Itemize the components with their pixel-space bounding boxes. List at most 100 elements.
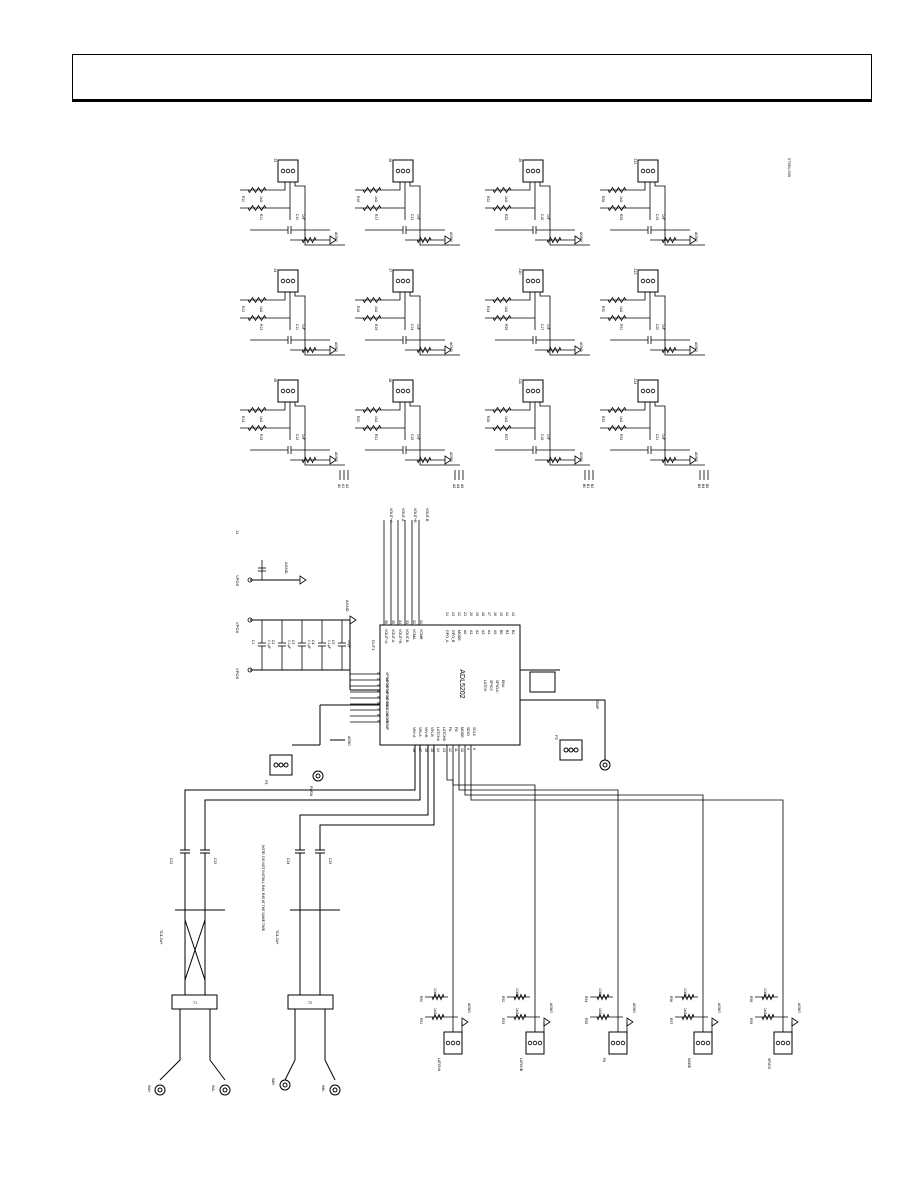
ic-pin-left: TEMP — [385, 720, 389, 731]
res-value: 10kΩ — [598, 988, 602, 996]
supply-cap-label: C3 — [291, 640, 295, 644]
resistor — [492, 314, 512, 322]
ic-pin-right: GPO_B — [451, 630, 455, 643]
cap-value: 1nF — [546, 324, 550, 330]
wire — [654, 402, 705, 466]
ic-pin-num: 31 — [419, 620, 423, 624]
resistor-label: R22 — [486, 196, 490, 202]
resistor-value: 1kΩ — [619, 196, 623, 203]
ground-symbol — [299, 575, 307, 585]
input-channel-a: T1 INA+ INA- C22 C23 TC4-1W+ — [147, 745, 421, 1096]
input-note: NOTE: DO NOT INSTALL R44, R45 AT THE SAM… — [261, 845, 265, 932]
ic-adl5202: ADL5202 DUT1 VPOS1VPOS2VPOS3VPOS4VPOS5GN… — [350, 508, 521, 752]
header-pin — [527, 1040, 533, 1046]
resistor — [513, 993, 527, 1001]
resistor — [607, 296, 627, 304]
resistor-label: R19 — [374, 324, 378, 330]
gnd-label: AGND — [579, 232, 583, 242]
resistor — [607, 186, 627, 194]
connector-body — [392, 379, 414, 403]
gnd-label: AGND — [717, 1003, 721, 1013]
resistor-label: R16 — [356, 196, 360, 202]
resistor — [301, 456, 317, 464]
supply-jumper: J1 — [235, 530, 240, 535]
ic-pin-bottom: SCLK — [472, 727, 476, 737]
supply-net-5: AGND — [284, 562, 289, 574]
gnd-label: AGND — [449, 342, 453, 352]
cap-label: C19 — [655, 214, 659, 220]
header-pin — [695, 1040, 701, 1046]
resistor — [761, 1013, 775, 1021]
ic-pin-num: 13 — [442, 748, 446, 752]
connector-label: J14 — [633, 378, 638, 385]
resistor — [546, 236, 562, 244]
c25-label: C25 — [328, 858, 332, 864]
output-label: A4 — [456, 484, 460, 488]
ic-pin-num: 9 — [376, 720, 380, 722]
ic-pin-right-lower: LATCH — [483, 680, 487, 692]
connector-body — [522, 269, 544, 293]
resistor-value: 1kΩ — [504, 416, 508, 423]
wire — [600, 292, 646, 301]
resistor — [301, 236, 317, 244]
resistor — [431, 993, 445, 1001]
ic-pin-right-lower: SPICS — [489, 680, 493, 691]
c22-label: C22 — [169, 858, 173, 864]
res-value: 1kΩ — [515, 1008, 519, 1015]
gnd-label: AGND — [579, 452, 583, 462]
sma-inb-neg: INB- — [321, 1085, 325, 1092]
cap-value: 1nF — [301, 434, 305, 440]
ic-pin-right: B2 — [511, 630, 515, 634]
ic-pin-right: GPO_A — [445, 630, 449, 643]
ic-pin-top: VCMA — [412, 629, 416, 640]
connector-label: J10 — [518, 268, 523, 275]
ic-pin-bottom: LATCHA — [436, 727, 440, 742]
output-label: A0 — [337, 484, 341, 488]
resistor-label: R31 — [619, 324, 623, 330]
supply-net-3: AGND — [345, 600, 350, 612]
signal-wire — [458, 745, 619, 1032]
ic-pin-num: 16 — [424, 748, 428, 752]
header-body — [693, 1031, 713, 1055]
input-channel-b: T2 INB+ INB- C24 C25 TC4-1W+ — [271, 745, 435, 1096]
cap-label: C16 — [540, 214, 544, 220]
resistor-label: R12 — [241, 306, 245, 312]
ic-pin-left: COM — [385, 714, 389, 722]
connector-body — [277, 159, 299, 183]
ic-pin-bottom: MODE — [460, 727, 464, 738]
resistor-value: 1kΩ — [259, 416, 263, 423]
res-value: 10kΩ — [433, 988, 437, 996]
ground-symbol — [689, 345, 697, 355]
ic-pin-num: 11 — [454, 748, 458, 752]
connector-pin — [535, 278, 541, 284]
ic-pin-num: 34 — [398, 620, 402, 624]
input-section: T1 INA+ INA- C22 C23 TC4-1W+ T2 — [147, 745, 435, 1096]
ground-symbol — [791, 1017, 799, 1027]
connector-pin — [530, 168, 536, 174]
wire — [294, 402, 345, 466]
resistor-value: 1kΩ — [259, 306, 263, 313]
resistor-label: R25 — [504, 324, 508, 330]
res-value: 1kΩ — [433, 1008, 437, 1015]
ic-pin-bottom: LATCHB — [442, 727, 446, 742]
c24-label: C24 — [286, 858, 290, 864]
output-label: A1 — [341, 484, 345, 488]
ic-pin-num: 17 — [487, 612, 491, 616]
resistor — [431, 1013, 445, 1021]
resistor — [761, 993, 775, 1001]
connector-pin — [640, 278, 646, 284]
ic-pin-right: A5 — [493, 630, 497, 634]
resistor — [546, 456, 562, 464]
output-label: B1 — [586, 484, 590, 488]
gnd-label: AGND — [632, 1003, 636, 1013]
res-value: 1kΩ — [598, 1008, 602, 1015]
gnd-label: AGND — [449, 452, 453, 462]
connector-body — [277, 379, 299, 403]
wire — [409, 292, 460, 356]
